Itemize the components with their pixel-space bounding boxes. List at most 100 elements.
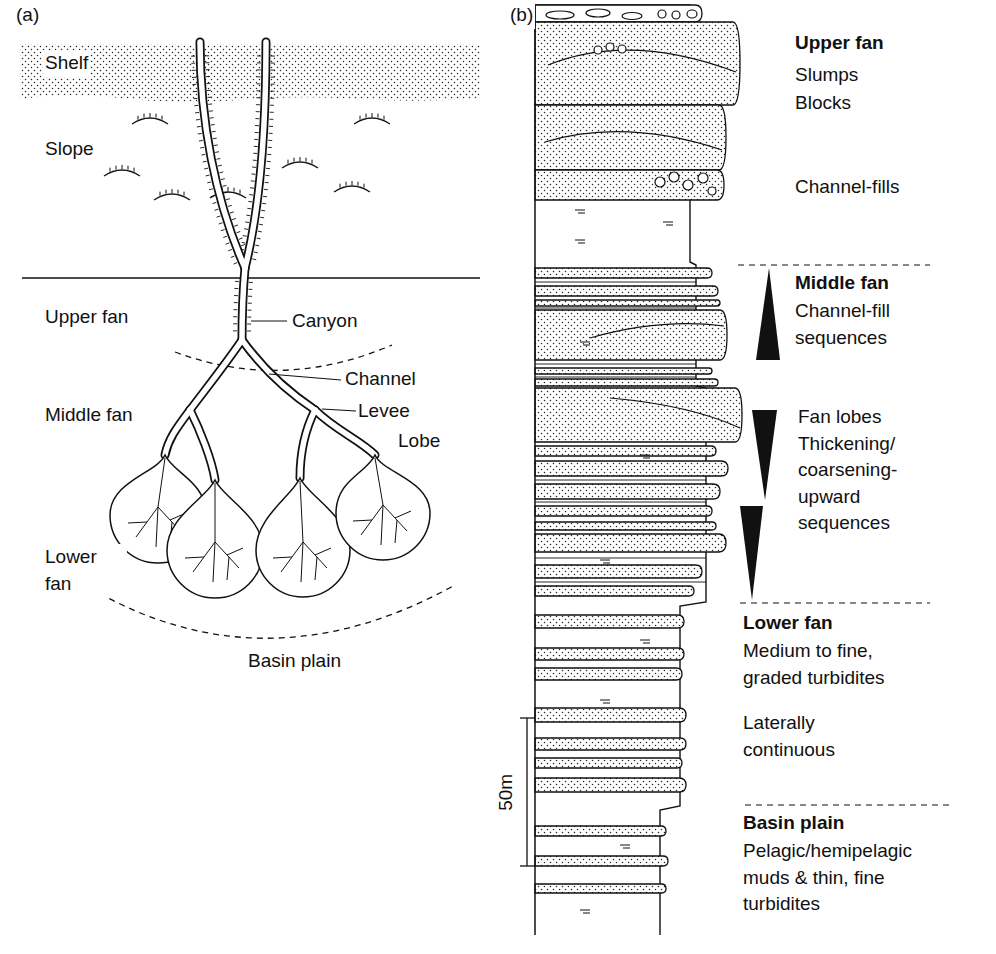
channel-floor <box>165 410 190 455</box>
levee-tick <box>257 238 261 240</box>
levee-tick <box>244 228 248 230</box>
scar-tick <box>378 114 379 118</box>
clast <box>655 177 665 187</box>
levee-tick <box>194 98 198 99</box>
distributary <box>375 458 383 505</box>
mud-symbol <box>580 342 590 343</box>
feature-label: Channel <box>343 366 418 393</box>
mud-symbol <box>640 455 650 456</box>
scar-tick <box>346 182 347 186</box>
levee-tick <box>250 187 254 188</box>
levee-tick <box>207 90 211 91</box>
facies-label: Laterally continuous <box>741 710 867 763</box>
levee-tick <box>262 203 266 205</box>
levee-tick <box>217 216 221 217</box>
levee-tick <box>270 105 274 106</box>
sandstone-bed <box>535 884 666 893</box>
scar-tick <box>144 114 145 118</box>
scar-tick <box>228 187 229 191</box>
levee-tick <box>209 188 213 190</box>
channel-floor <box>190 340 242 410</box>
scar-tick <box>134 168 135 172</box>
lamina <box>535 377 696 378</box>
levee-tick <box>231 256 235 257</box>
scar-arc <box>132 118 168 124</box>
mud-symbol <box>600 700 610 701</box>
mud-symbol <box>643 458 650 459</box>
clasts <box>546 9 716 195</box>
facies-label: Slumps <box>793 62 860 89</box>
leader-line <box>322 409 356 411</box>
levee-tick <box>192 84 196 85</box>
levee-tick <box>241 244 245 245</box>
channel-edge <box>165 410 190 455</box>
levee-tick <box>211 124 215 126</box>
levee-tick <box>255 132 259 133</box>
sandstone-bed <box>535 268 712 278</box>
scar-tick <box>172 189 173 193</box>
slump-bed <box>535 5 702 22</box>
scar-arc <box>354 118 390 124</box>
levee-tick <box>252 167 256 168</box>
clast <box>683 180 693 190</box>
levee-tick <box>257 62 261 63</box>
scar-tick <box>358 182 359 186</box>
lamina <box>535 282 696 283</box>
section-heading: Basin plain <box>741 810 846 837</box>
slump-clast <box>672 11 680 19</box>
facies-label: Blocks <box>793 90 853 117</box>
mud-symbol <box>578 243 585 244</box>
channel-edge <box>190 340 242 410</box>
distributary <box>395 511 411 518</box>
distributary <box>215 483 216 542</box>
levee-tick <box>234 263 238 265</box>
levee-tick <box>228 205 232 206</box>
levee-tick <box>253 153 257 154</box>
levee-tick <box>233 323 237 324</box>
levee-tick <box>234 288 238 289</box>
mudstone-symbols <box>575 210 673 913</box>
lamina <box>535 558 706 559</box>
slump-scars <box>104 113 390 200</box>
trend-triangle <box>740 506 763 600</box>
levee-tick <box>206 76 210 77</box>
levee-tick <box>254 146 258 147</box>
sandstone-bed <box>535 778 686 792</box>
clast <box>606 43 614 51</box>
levee-tick <box>263 196 267 197</box>
levee-tick <box>191 56 195 57</box>
scar-tick <box>288 160 289 164</box>
panel-letter: (b) <box>508 2 535 29</box>
sandstone-bed <box>535 388 742 442</box>
mud-symbol <box>575 240 585 241</box>
levee-tick <box>228 249 232 250</box>
lamina <box>535 582 706 583</box>
levee-tick <box>251 180 255 181</box>
levee-tick <box>208 103 212 104</box>
mud-symbol <box>663 222 673 223</box>
feature-label: Levee <box>356 398 412 425</box>
levee-tick <box>254 139 258 140</box>
distributary <box>315 548 331 555</box>
levee-tick <box>255 245 259 247</box>
levee-tick <box>206 69 210 70</box>
levee-tick <box>271 77 275 78</box>
scar-tick <box>294 158 295 162</box>
trend-triangle <box>752 410 777 500</box>
distributary <box>227 548 243 555</box>
sandstone-bed <box>535 534 726 552</box>
scar-tick <box>364 184 365 188</box>
scar-tick <box>128 166 129 170</box>
scar-tick <box>300 157 301 161</box>
levee-tick <box>221 229 225 230</box>
facies-label: Pelagic/hemipelagic muds & thin, fine tu… <box>741 838 945 918</box>
scar-tick <box>122 165 123 169</box>
levee-tick <box>249 282 253 283</box>
distributary <box>158 458 165 507</box>
mud-symbol <box>666 225 673 226</box>
mud-symbol <box>575 210 585 211</box>
scar-tick <box>138 116 139 120</box>
levee-tick <box>213 202 217 203</box>
sandstone-bed <box>535 668 682 680</box>
